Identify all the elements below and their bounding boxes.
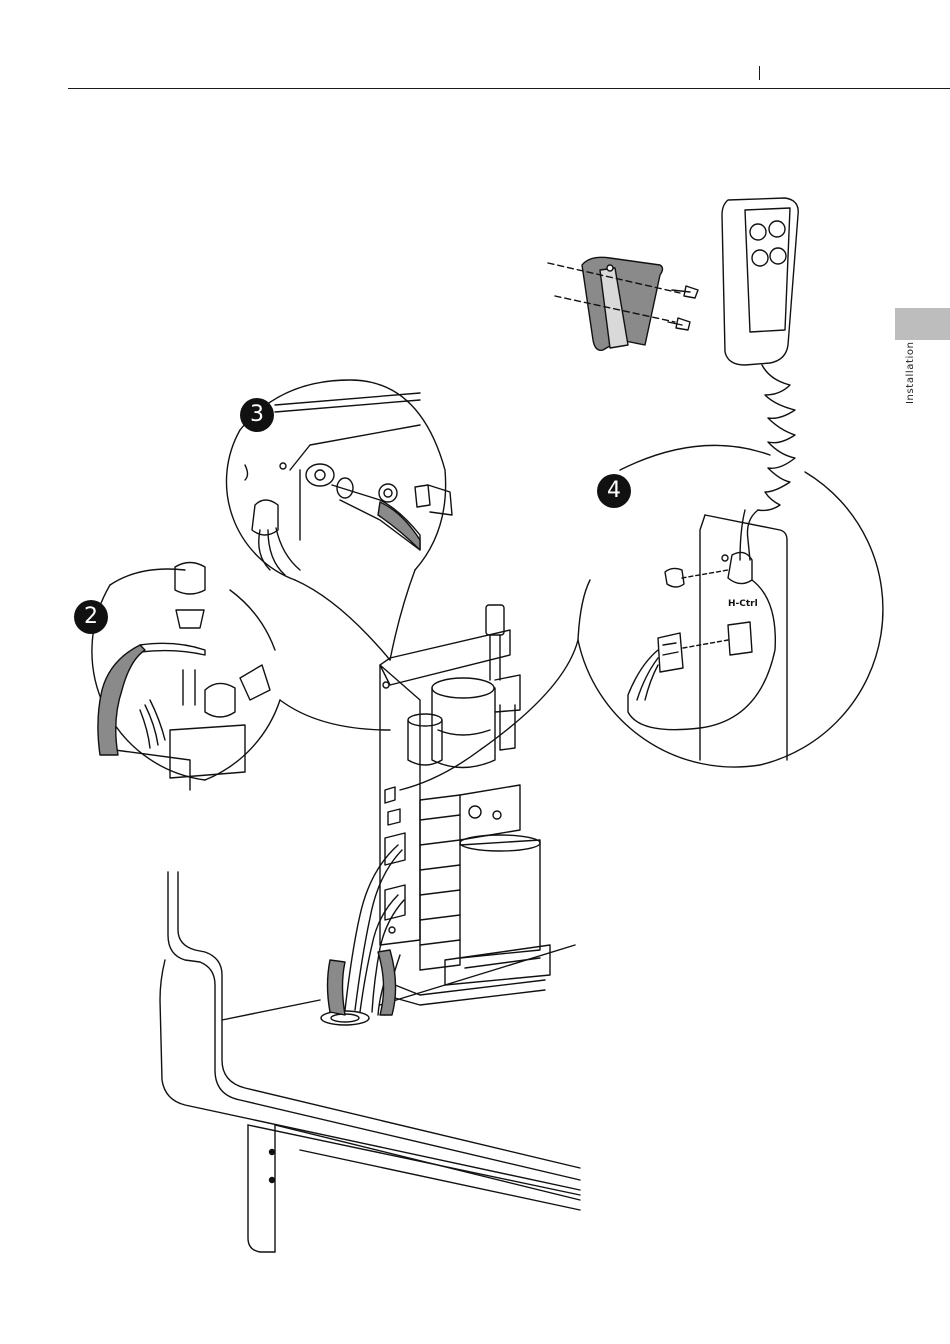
solenoid: [408, 720, 442, 765]
detail-callout-2: [92, 563, 390, 791]
pump-motor: [395, 835, 550, 1005]
svg-text:H-Ctrl: H-Ctrl: [728, 599, 758, 609]
base-frame: [160, 872, 580, 1252]
step-4-badge: 4: [597, 474, 631, 508]
relay-block: [420, 785, 520, 970]
battery-cable: [98, 645, 145, 755]
mounting-screw: [665, 568, 684, 587]
handset-coil-cable: [740, 365, 795, 560]
hand-control-remote: [722, 198, 798, 365]
power-cable-grey: [328, 960, 346, 1015]
handset-holder: [548, 257, 698, 350]
terminal-stud: [183, 670, 195, 705]
connector-socket: [728, 622, 752, 655]
terminal-nut: [176, 610, 204, 628]
step-2-badge: 2: [74, 600, 108, 634]
step-3-badge: 3: [240, 398, 274, 432]
connector-plug: [658, 633, 683, 672]
terminal-cap: [175, 563, 205, 595]
lock-washer: [379, 484, 397, 502]
oil-reservoir: [432, 605, 520, 768]
detail-callout-4: H-Ctrl: [400, 445, 883, 790]
terminal-bolt: [415, 485, 430, 507]
